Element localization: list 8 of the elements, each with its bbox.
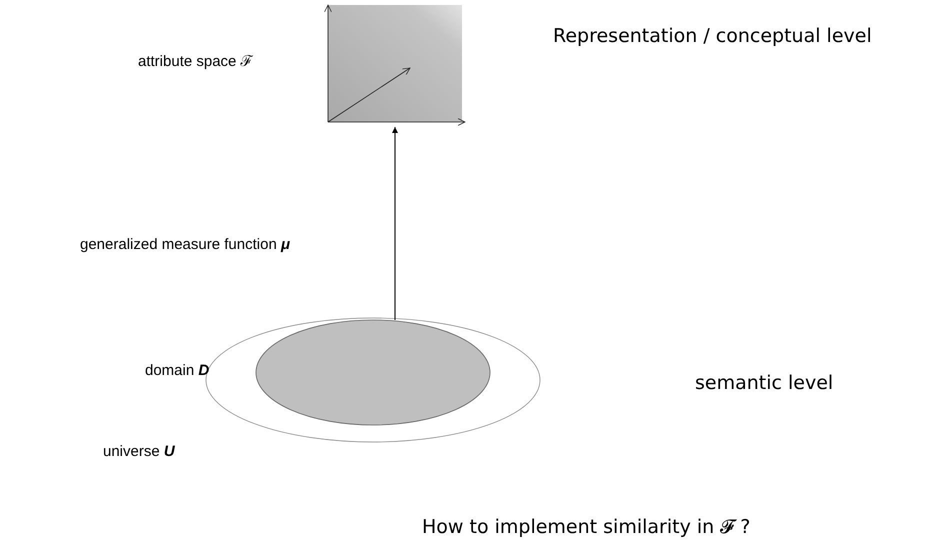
level-heading: semantic level: [695, 372, 834, 394]
question-text: How to implement similarity in 𝓕 ?: [422, 516, 750, 538]
domain-label: domain D: [145, 362, 210, 379]
arrow: [392, 126, 398, 320]
level-heading: Representation / conceptual level: [553, 25, 872, 47]
universe-label: universe U: [103, 443, 175, 460]
measure-function-label: generalized measure function μ: [80, 236, 290, 253]
attribute-space-label: attribute space ℱ: [138, 52, 253, 70]
